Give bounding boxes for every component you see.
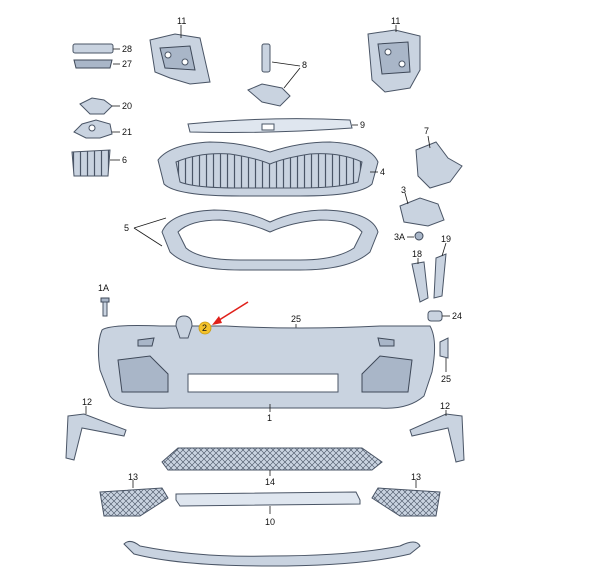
label-5: 5: [124, 223, 129, 233]
nut-3a: [414, 231, 424, 241]
label-1a: 1A: [98, 283, 109, 293]
badge-28: [72, 43, 114, 54]
label-11-left: 11: [177, 16, 186, 26]
label-13-left: 13: [128, 472, 138, 482]
bracket-11-right: [367, 29, 421, 93]
label-25-top: 25: [291, 314, 301, 324]
grille-frame-5: [161, 209, 379, 271]
label-13-right: 13: [411, 472, 421, 482]
bumper-cover-1: [97, 325, 436, 409]
label-28: 28: [122, 44, 132, 54]
clip-20: [79, 97, 113, 115]
label-14: 14: [265, 477, 275, 487]
bolt-1a: [100, 297, 110, 317]
pointer-arrow: [215, 301, 249, 323]
label-7: 7: [424, 126, 429, 136]
cover-6: [71, 149, 111, 177]
label-1: 1: [267, 413, 272, 423]
label-3: 3: [401, 185, 406, 195]
label-11-right: 11: [391, 16, 400, 26]
fog-grille-13-left: [99, 487, 169, 517]
bracket-3: [399, 197, 445, 227]
label-12-left: 12: [82, 397, 92, 407]
label-18: 18: [412, 249, 422, 259]
guide-19: [433, 253, 447, 299]
label-19: 19: [441, 234, 451, 244]
label-6: 6: [122, 155, 127, 165]
label-10: 10: [265, 517, 275, 527]
trim-strip-10: [175, 491, 361, 507]
badge-27: [73, 59, 113, 69]
label-9: 9: [360, 120, 365, 130]
label-8: 8: [302, 60, 307, 70]
cap-24: [427, 310, 443, 322]
label-12-right: 12: [440, 401, 450, 411]
sensor-holder-25-right: [439, 337, 449, 359]
highlight-marker-2: [198, 321, 212, 335]
trim-12-right: [409, 413, 465, 463]
label-24: 24: [452, 311, 462, 321]
clip-2: [175, 315, 193, 339]
label-2: 2: [202, 323, 207, 333]
mount-8b: [247, 83, 291, 107]
label-3a: 3A: [394, 232, 405, 242]
trim-12-left: [65, 413, 127, 461]
bracket-11-left: [149, 33, 211, 85]
lower-grille-14: [161, 447, 383, 471]
label-4: 4: [380, 167, 385, 177]
fog-grille-13-right: [371, 487, 441, 517]
label-25-right: 25: [441, 374, 451, 384]
label-27: 27: [122, 59, 132, 69]
mount-8a: [261, 43, 271, 73]
label-20: 20: [122, 101, 132, 111]
guide-18: [411, 261, 429, 303]
label-21: 21: [122, 127, 132, 137]
bracket-7: [415, 141, 463, 189]
lower-spoiler: [123, 540, 421, 567]
radiator-grille-4: [157, 141, 379, 197]
